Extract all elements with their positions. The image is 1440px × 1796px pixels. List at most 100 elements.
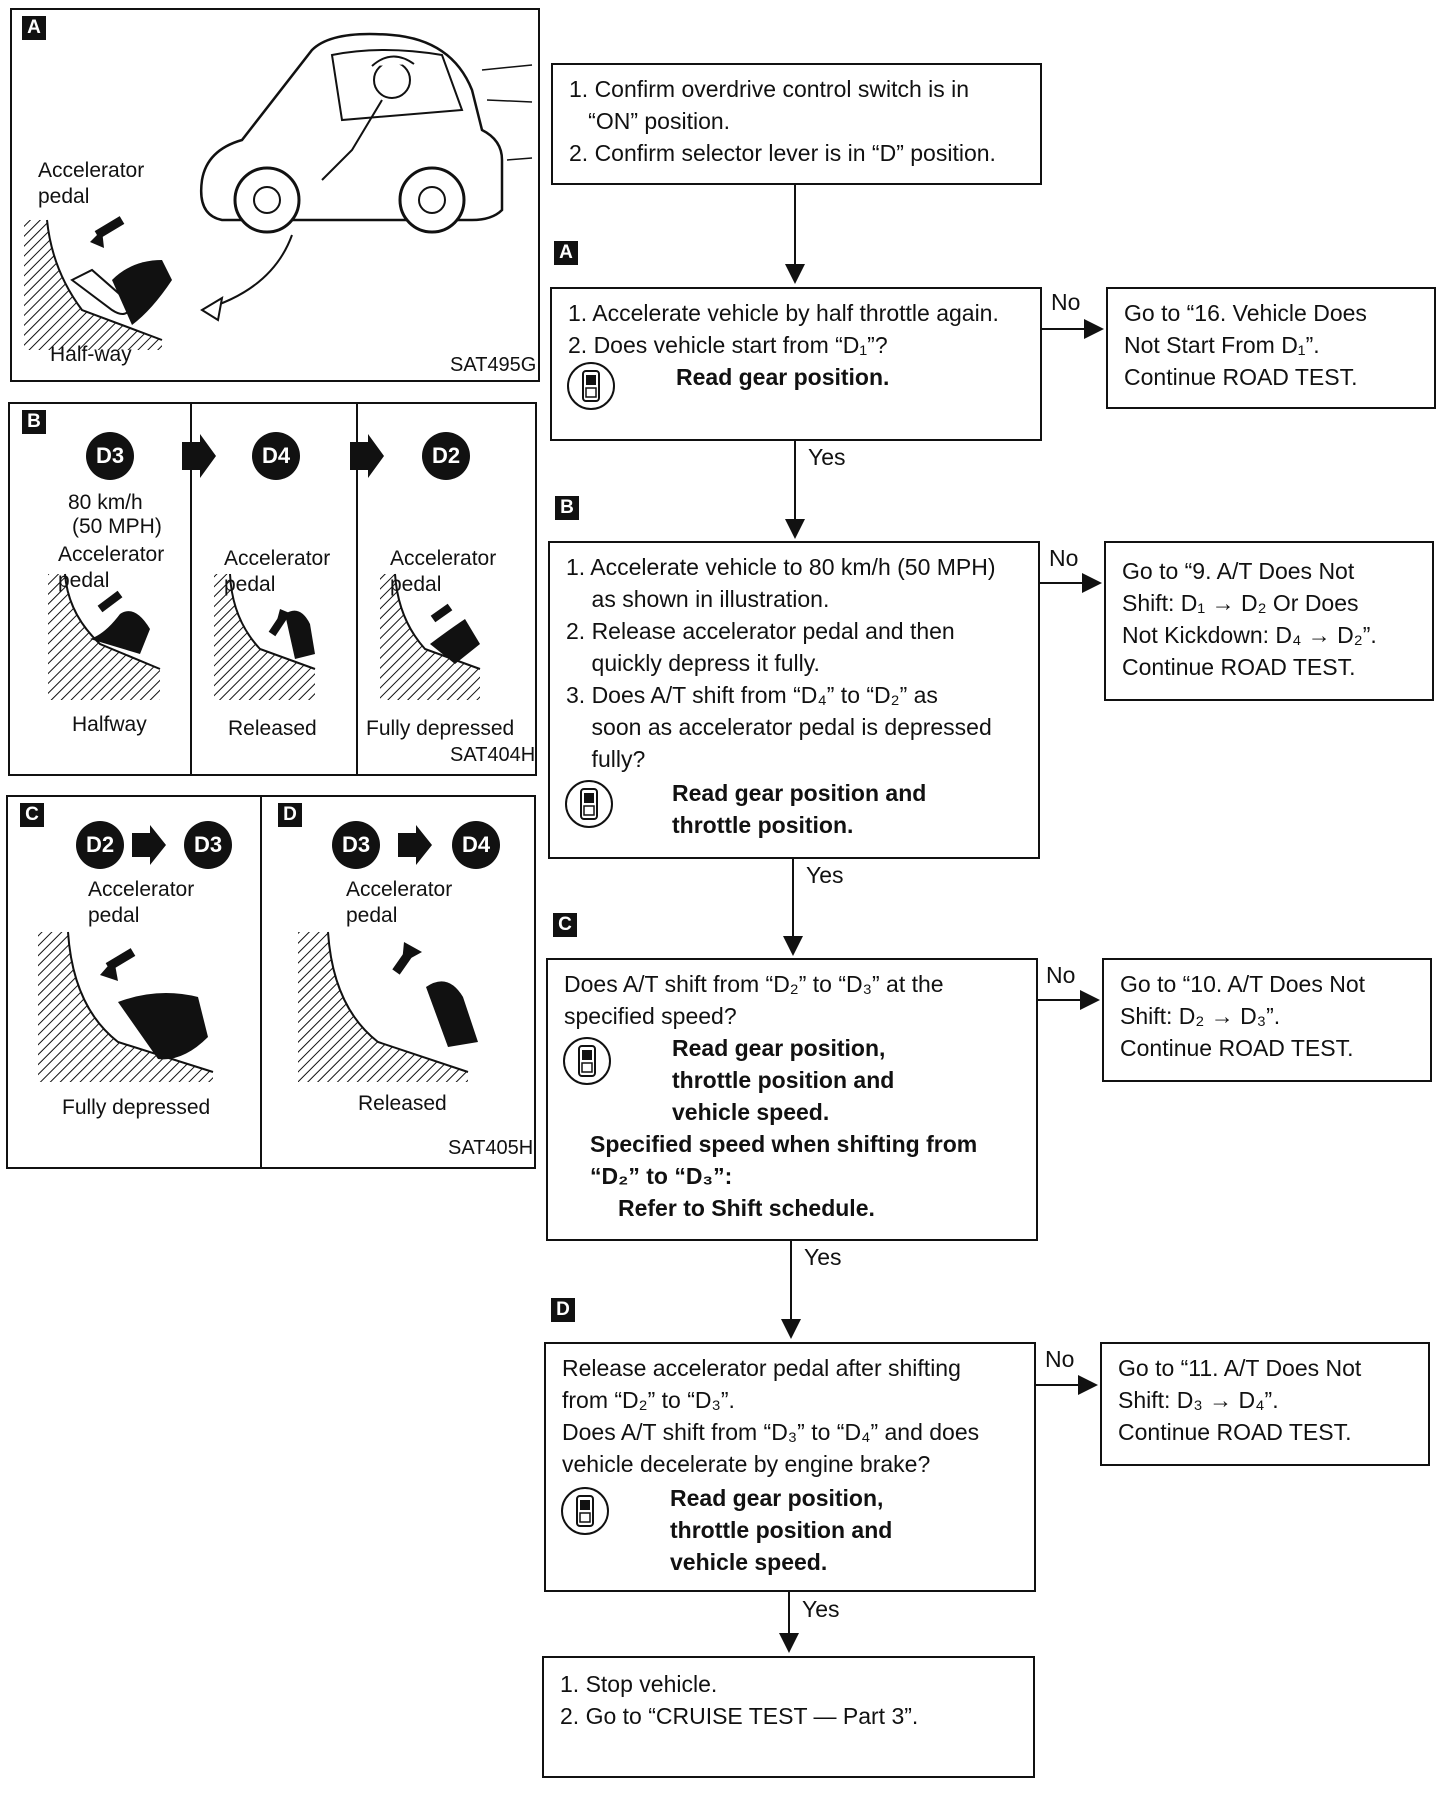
- step-c-spec2: “D₂” to “D₃”:: [590, 1163, 733, 1189]
- step-a-no-line2: Not Start From D₁”.: [1124, 332, 1320, 358]
- step-d-no-line2: Shift: D₃ → D₄”.: [1118, 1387, 1279, 1413]
- step-c-line2: specified speed?: [564, 1003, 737, 1029]
- step-c-no-line3: Continue ROAD TEST.: [1120, 1035, 1354, 1061]
- step-b-box: 1. Accelerate vehicle to 80 km/h (50 MPH…: [548, 541, 1040, 859]
- step-d-read2: throttle position and: [670, 1517, 893, 1543]
- step-d-marker: D: [551, 1298, 575, 1322]
- step-c-no-line1: Go to “10. A/T Does Not: [1120, 971, 1366, 997]
- figure-cd: C D D2 D3 D3 D4 Accelerator pedal Accele…: [6, 795, 536, 1169]
- step-start-line1: 1. Confirm overdrive control switch is i…: [569, 76, 970, 102]
- step-c-no-line2: Shift: D₂ → D₃”.: [1120, 1003, 1281, 1029]
- step-a-line1: 1. Accelerate vehicle by half throttle a…: [568, 300, 999, 326]
- step-start-box: 1. Confirm overdrive control switch is i…: [551, 63, 1042, 185]
- step-b-read2: throttle position.: [672, 812, 854, 838]
- gear-d4-disc: D4: [252, 432, 300, 480]
- step-b-marker: B: [555, 496, 579, 520]
- step-end-line1: 1. Stop vehicle.: [560, 1671, 718, 1697]
- step-b-no-line1: Go to “9. A/T Does Not: [1122, 558, 1355, 584]
- figure-b-pedal-label1-b: Accelerator: [224, 547, 331, 570]
- step-b-no-line3: Not Kickdown: D₄ → D₂”.: [1122, 622, 1377, 648]
- step-c-read2: throttle position and: [672, 1067, 895, 1093]
- arrow-right-icon: [182, 434, 216, 478]
- gear-d3-disc-b: D3: [332, 821, 380, 869]
- step-a-no-label: No: [1051, 289, 1081, 315]
- step-b-read1: Read gear position and: [672, 780, 927, 806]
- figure-b-pedal-label2-b: pedal: [224, 573, 276, 596]
- step-a-yes-label: Yes: [808, 444, 846, 470]
- figure-d-pedal-label2: pedal: [346, 904, 398, 927]
- step-d-no-box: Go to “11. A/T Does Not Shift: D₃ → D₄”.…: [1100, 1342, 1430, 1466]
- step-d-no-label: No: [1045, 1346, 1075, 1372]
- consult-icon: [563, 1037, 611, 1085]
- figure-cd-code: SAT405H: [448, 1137, 534, 1159]
- step-b-no-box: Go to “9. A/T Does Not Shift: D₁ → D₂ Or…: [1104, 541, 1434, 701]
- figure-b-pedal-label1-c: Accelerator: [390, 547, 497, 570]
- figure-b-code: SAT404H: [450, 744, 536, 766]
- step-d-no-line3: Continue ROAD TEST.: [1118, 1419, 1352, 1445]
- figure-b-marker: B: [22, 410, 46, 434]
- step-end-line2: 2. Go to “CRUISE TEST — Part 3”.: [560, 1703, 919, 1729]
- figure-b-pedal-label2: pedal: [58, 569, 110, 592]
- figure-b-speed1: 80 km/h: [68, 491, 143, 514]
- gear-d3-disc: D3: [184, 821, 232, 869]
- step-end-box: 1. Stop vehicle. 2. Go to “CRUISE TEST —…: [542, 1656, 1035, 1778]
- step-d-line2: from “D₂” to “D₃”.: [562, 1387, 735, 1413]
- consult-icon: [565, 780, 613, 828]
- figure-a-marker: A: [22, 16, 46, 40]
- step-d-line1: Release accelerator pedal after shifting: [562, 1355, 961, 1381]
- figure-b-pos2: Released: [228, 717, 317, 740]
- step-d-read1: Read gear position,: [670, 1485, 884, 1511]
- step-b-no-line2: Shift: D₁ → D₂ Or Does: [1122, 590, 1359, 616]
- figure-c-pedal-label1: Accelerator: [88, 878, 195, 901]
- step-c-no-label: No: [1046, 962, 1076, 988]
- step-a-no-line3: Continue ROAD TEST.: [1124, 364, 1358, 390]
- figure-c-pedal-label2: pedal: [88, 904, 140, 927]
- step-b-line3: 2. Release accelerator pedal and then: [566, 618, 955, 644]
- step-c-read1: Read gear position,: [672, 1035, 886, 1061]
- consult-icon: [561, 1487, 609, 1535]
- step-a-no-line1: Go to “16. Vehicle Does: [1124, 300, 1367, 326]
- figure-b-pos3: Fully depressed: [366, 717, 515, 740]
- step-d-yes-label: Yes: [802, 1596, 840, 1622]
- step-d-no-line1: Go to “11. A/T Does Not: [1118, 1355, 1362, 1381]
- figure-d-marker: D: [278, 803, 302, 827]
- step-b-line2: as shown in illustration.: [566, 586, 830, 612]
- step-b-line4: quickly depress it fully.: [566, 650, 820, 676]
- pedal-illustrations-cd: [38, 825, 478, 1082]
- step-c-marker: C: [553, 913, 577, 937]
- step-b-yes-label: Yes: [806, 862, 844, 888]
- step-c-line1: Does A/T shift from “D₂” to “D₃” at the: [564, 971, 944, 997]
- gear-d2-disc: D2: [422, 432, 470, 480]
- step-c-box: Does A/T shift from “D₂” to “D₃” at the …: [546, 958, 1038, 1241]
- figure-c-marker: C: [20, 803, 44, 827]
- consult-icon: [567, 362, 615, 410]
- figure-b-pedal-label2-c: pedal: [390, 573, 442, 596]
- figure-b-speed2: (50 MPH): [72, 515, 162, 538]
- step-c-no-box: Go to “10. A/T Does Not Shift: D₂ → D₃”.…: [1102, 958, 1432, 1082]
- gear-d2-disc: D2: [76, 821, 124, 869]
- step-d-line3: Does A/T shift from “D₃” to “D₄” and doe…: [562, 1419, 980, 1445]
- step-d-line4: vehicle decelerate by engine brake?: [562, 1451, 931, 1477]
- gear-d3-disc: D3: [86, 432, 134, 480]
- step-d-read3: vehicle speed.: [670, 1549, 828, 1575]
- step-b-line1: 1. Accelerate vehicle to 80 km/h (50 MPH…: [566, 554, 996, 580]
- step-b-no-line4: Continue ROAD TEST.: [1122, 654, 1356, 680]
- step-start-line2: “ON” position.: [569, 108, 731, 134]
- arrow-right-icon: [132, 825, 166, 865]
- step-c-yes-label: Yes: [804, 1244, 842, 1270]
- step-c-spec1: Specified speed when shifting from: [590, 1131, 978, 1157]
- step-b-line7: fully?: [566, 746, 646, 772]
- figure-a-position: Half-way: [50, 343, 132, 366]
- gear-d4-disc: D4: [452, 821, 500, 869]
- figure-a: A Accelerator pedal Half-: [10, 8, 540, 382]
- figure-a-pedal-label2: pedal: [38, 185, 90, 208]
- step-d-box: Release accelerator pedal after shifting…: [544, 1342, 1036, 1592]
- step-c-spec3: Refer to Shift schedule.: [618, 1195, 875, 1221]
- figure-a-pedal-label1: Accelerator: [38, 159, 145, 182]
- step-b-line6: soon as accelerator pedal is depressed: [566, 714, 992, 740]
- step-a-box: 1. Accelerate vehicle by half throttle a…: [550, 287, 1042, 441]
- step-a-read: Read gear position.: [676, 364, 890, 390]
- figure-a-code: SAT495G: [450, 354, 537, 376]
- step-c-read3: vehicle speed.: [672, 1099, 830, 1125]
